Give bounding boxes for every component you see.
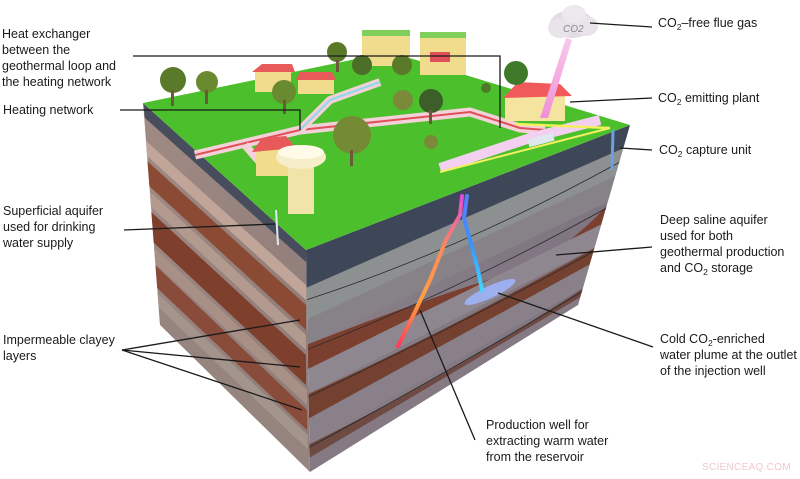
- label-text: and CO: [660, 261, 704, 275]
- watermark: SCIENCEAQ.COM: [702, 462, 791, 473]
- leader-superficial-aquifer: [123, 223, 276, 231]
- leader-clay-3: [121, 349, 303, 411]
- label-cold-plume: Cold CO2-enriched water plume at the out…: [660, 331, 797, 379]
- label-line: Heat exchanger: [2, 27, 91, 41]
- label-line: Heating network: [3, 103, 94, 117]
- trees: [160, 42, 528, 166]
- label-line: of the injection well: [660, 364, 766, 378]
- leader-production-well: [419, 309, 476, 441]
- label-line: water supply: [3, 236, 74, 250]
- water-tower: [276, 145, 326, 214]
- injection-well: [461, 194, 484, 292]
- subscript: 2: [707, 338, 713, 348]
- label-text: CO: [659, 143, 678, 157]
- label-line: Cold CO2-enriched: [660, 331, 797, 347]
- label-line: used for both: [660, 229, 733, 243]
- leader-clay-2: [121, 349, 301, 368]
- label-line: from the reservoir: [486, 450, 584, 464]
- label-capture-unit: CO2 capture unit: [659, 142, 751, 158]
- label-line: Superficial aquifer: [3, 204, 104, 218]
- label-line: geothermal loop and: [2, 59, 116, 73]
- label-line: water plume at the outlet: [660, 348, 797, 362]
- label-line: geothermal production: [660, 245, 785, 259]
- label-heat-exchanger: Heat exchanger between the geothermal lo…: [2, 26, 116, 90]
- heat-exchanger-box: [527, 132, 555, 148]
- subscript: 2: [703, 267, 708, 277]
- leader-deep-aquifer: [555, 246, 653, 256]
- label-text: -enriched: [712, 332, 765, 346]
- capture-unit-pipe: [610, 129, 615, 171]
- label-line: extracting warm water: [486, 434, 609, 448]
- leader-clay-1: [121, 319, 301, 351]
- block-top-surface: [143, 30, 630, 250]
- label-line: Production well for: [486, 418, 589, 432]
- drinking-water-well: [275, 209, 279, 246]
- label-line: and CO2 storage: [660, 260, 784, 276]
- leader-heat-exchanger: [133, 55, 501, 128]
- label-text: Cold CO: [660, 332, 708, 346]
- label-text: CO: [658, 16, 677, 30]
- subscript: 2: [677, 149, 683, 159]
- label-text: capture unit: [682, 143, 752, 157]
- label-emitting-plant: CO2 emitting plant: [658, 90, 759, 106]
- leader-flue-gas: [589, 22, 653, 28]
- leader-capture-unit: [619, 147, 653, 151]
- label-text: CO: [658, 91, 677, 105]
- leader-lines: [120, 22, 654, 441]
- label-line: Impermeable clayey: [3, 333, 115, 347]
- label-flue-gas: CO2–free flue gas: [658, 15, 757, 31]
- co2-cloud: CO2: [548, 5, 598, 38]
- flue-gas-plume: [540, 38, 572, 118]
- label-line: Deep saline aquifer: [660, 213, 768, 227]
- label-impermeable-layers: Impermeable clayey layers: [3, 332, 115, 364]
- leader-cold-plume: [497, 292, 654, 348]
- subscript: 2: [676, 22, 682, 32]
- leader-heating-network: [120, 109, 301, 130]
- subscript: 2: [676, 97, 682, 107]
- label-production-well: Production well for extracting warm wate…: [486, 417, 608, 465]
- label-text: –free flue gas: [681, 16, 758, 30]
- label-line: used for drinking: [3, 220, 96, 234]
- label-superficial-aquifer: Superficial aquifer used for drinking wa…: [3, 203, 103, 251]
- leader-plant: [569, 97, 653, 103]
- label-text: storage: [707, 261, 753, 275]
- block-right-face: [306, 125, 630, 472]
- label-heating-network: Heating network: [3, 102, 93, 118]
- label-line: layers: [3, 349, 37, 363]
- block-left-face: [143, 103, 310, 472]
- label-deep-aquifer: Deep saline aquifer used for both geothe…: [660, 212, 784, 276]
- label-line: the heating network: [2, 75, 112, 89]
- cloud-label: CO2: [563, 24, 584, 35]
- label-text: emitting plant: [681, 91, 760, 105]
- label-line: between the: [2, 43, 71, 57]
- cold-plume: [464, 278, 516, 306]
- production-well: [396, 194, 464, 348]
